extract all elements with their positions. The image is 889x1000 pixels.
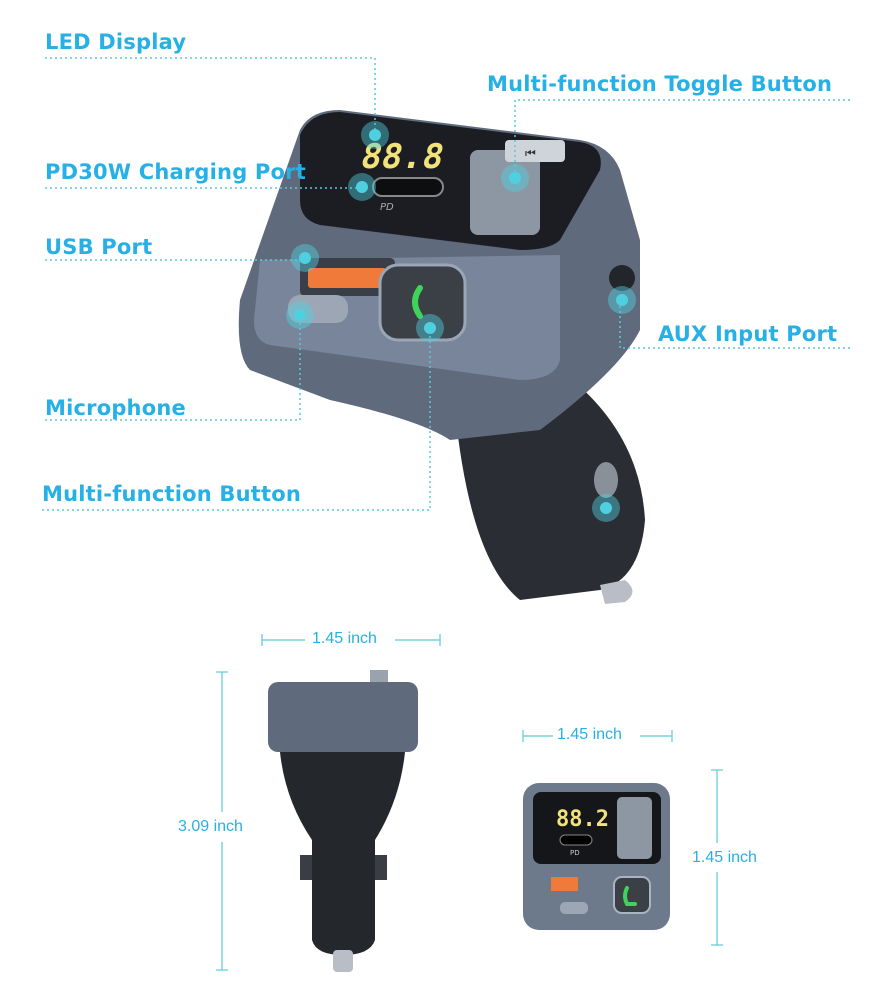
callout-aux-port: AUX Input Port	[658, 322, 838, 346]
dimension-lines	[216, 634, 723, 971]
callout-mf-button: Multi-function Button	[42, 482, 302, 506]
aux-port	[609, 265, 635, 291]
svg-text:⏮: ⏮	[525, 146, 536, 160]
callout-led-display: LED Display	[45, 30, 187, 54]
callout-dots	[286, 121, 636, 522]
front-pd-label: PD	[570, 849, 580, 857]
dimension-front-width: 1.45 inch	[557, 726, 622, 743]
dimension-side-height: 3.09 inch	[178, 818, 243, 835]
toggle-wheel	[470, 150, 540, 235]
leader-lines	[42, 57, 850, 511]
call-button	[378, 263, 467, 342]
main-device: 88.8 PD ⏮	[238, 110, 645, 604]
dimension-front-height: 1.45 inch	[692, 849, 757, 866]
usb-c-port	[372, 177, 444, 197]
callout-pd-port: PD30W Charging Port	[45, 160, 306, 184]
callout-usb-port: USB Port	[45, 235, 153, 259]
front-view-device: 88.2 PD	[523, 783, 670, 930]
led-digits: 88.8	[357, 137, 447, 177]
front-led-digits: 88.2	[556, 807, 609, 832]
usb-port	[308, 268, 386, 288]
pd-label: PD	[380, 202, 394, 213]
callout-microphone: Microphone	[45, 396, 186, 420]
side-view-device	[268, 670, 418, 972]
dimension-side-width: 1.45 inch	[312, 630, 377, 647]
callout-toggle-button: Multi-function Toggle Button	[487, 72, 833, 96]
